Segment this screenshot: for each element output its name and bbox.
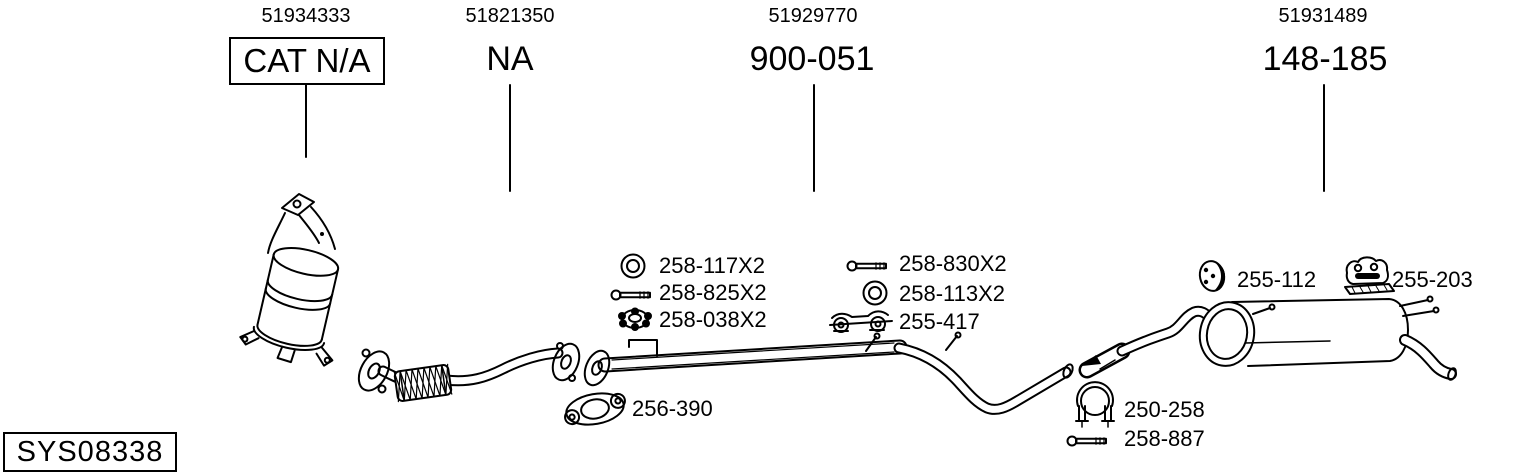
oe-reference-4: 51931489 xyxy=(1278,5,1368,27)
part-label[interactable]: 258-825X2 xyxy=(659,280,767,305)
center-pipe-drawing xyxy=(583,331,1074,415)
gasket-ring-icon xyxy=(862,280,888,306)
mounting-bracket-icon xyxy=(829,310,893,333)
rear-muffler-drawing xyxy=(1078,295,1457,381)
system-id: SYS08338 xyxy=(3,432,177,472)
part-label[interactable]: 255-203 xyxy=(1392,267,1473,292)
flange-nut-icon xyxy=(618,307,652,331)
bolt-icon xyxy=(1066,435,1107,447)
part-label[interactable]: 258-117X2 xyxy=(659,253,766,278)
product-code-cat[interactable]: CAT N/A xyxy=(229,37,385,85)
part-label[interactable]: 255-112 xyxy=(1237,267,1317,292)
part-label[interactable]: 255-417 xyxy=(899,309,980,334)
part-label[interactable]: 258-830X2 xyxy=(899,251,1007,276)
part-label[interactable]: 256-390 xyxy=(632,396,713,421)
part-label[interactable]: 250-258 xyxy=(1124,397,1205,422)
product-code-rear-muffler[interactable]: 148-185 xyxy=(1262,40,1388,78)
bolt-icon xyxy=(846,260,887,272)
leader-lines xyxy=(305,80,1325,192)
part-label[interactable]: 258-887 xyxy=(1124,426,1205,451)
flange-gasket-icon xyxy=(564,392,626,426)
rubber-mount-icon xyxy=(1198,260,1226,292)
oe-reference-3: 51929770 xyxy=(768,5,858,27)
rubber-hanger-icon xyxy=(1344,256,1395,295)
gasket-ring-icon xyxy=(620,253,646,279)
oe-reference-1: 51934333 xyxy=(261,5,351,27)
part-label[interactable]: 258-038X2 xyxy=(659,307,767,332)
product-code-front-pipe[interactable]: NA xyxy=(486,40,534,78)
bolt-icon xyxy=(610,289,651,301)
oe-reference-2: 51821350 xyxy=(465,5,555,27)
front-pipe-drawing xyxy=(357,342,581,403)
part-label[interactable]: 258-113X2 xyxy=(899,281,1006,306)
product-code-center-pipe[interactable]: 900-051 xyxy=(749,40,875,78)
clamp-icon xyxy=(1075,381,1115,428)
catalytic-converter-drawing xyxy=(239,193,340,367)
